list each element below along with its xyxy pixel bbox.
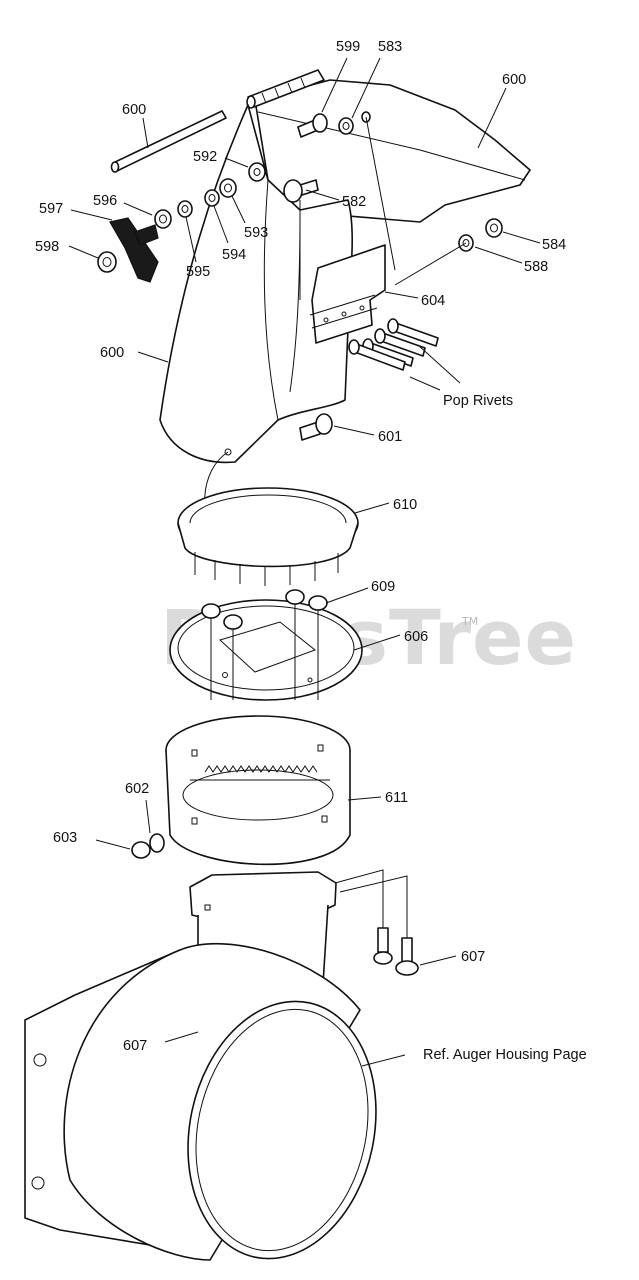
washer-594 [204,189,220,207]
callout-600-chute: 600 [100,345,124,361]
washer-596 [154,209,172,229]
callout-597: 597 [39,201,63,217]
callout-600-rod: 600 [122,102,146,118]
callout-611: 611 [385,790,408,806]
callout-593: 593 [244,225,268,241]
callout-588: 588 [524,259,548,275]
callout-595: 595 [186,264,210,280]
wing-knob-597[interactable] [109,217,159,283]
callout-ref-auger-housing: Ref. Auger Housing Page [423,1047,587,1063]
bolt-601 [299,413,333,441]
callout-606: 606 [404,629,428,645]
callout-599: 599 [336,39,360,55]
washer-602 [149,833,165,853]
callout-582: 582 [342,194,366,210]
watermark-trademark: TM [461,615,478,628]
carriage-bolt-599 [297,113,328,138]
chute-ring-610 [177,487,359,586]
washer-583 [338,117,354,135]
deflector-bracket [309,244,386,344]
washer-595 [177,200,193,218]
callout-604: 604 [421,293,445,309]
nut-598 [97,251,117,273]
callout-607-right: 607 [461,949,485,965]
callout-592: 592 [193,149,217,165]
upper-chute[interactable] [159,104,353,464]
callout-602: 602 [125,781,149,797]
callout-610: 610 [393,497,417,513]
callout-598: 598 [35,239,59,255]
nut-603 [131,841,151,859]
nut-593 [219,178,237,198]
nut-584 [485,218,503,238]
leader-lines [68,57,541,1067]
callout-594: 594 [222,247,246,263]
ring-plate-606 [169,599,363,701]
callout-603: 603 [53,830,77,846]
pop-rivets [348,318,439,371]
hinge-rod [246,69,325,109]
auger-housing-ref [24,942,377,1261]
washer-592 [248,162,266,182]
callout-601: 601 [378,429,402,445]
callout-583: 583 [378,39,402,55]
callout-609: 609 [371,579,395,595]
bolts-607-right [334,869,419,976]
callout-596: 596 [93,193,117,209]
callout-584: 584 [542,237,566,253]
gear-housing-611 [165,715,351,866]
callout-607-left: 607 [123,1038,147,1054]
nuts-609 [201,589,328,630]
callout-pop-rivets: Pop Rivets [443,393,513,409]
control-rod [110,110,227,173]
bolt-582 [283,179,319,203]
callout-600-deflector: 600 [502,72,526,88]
